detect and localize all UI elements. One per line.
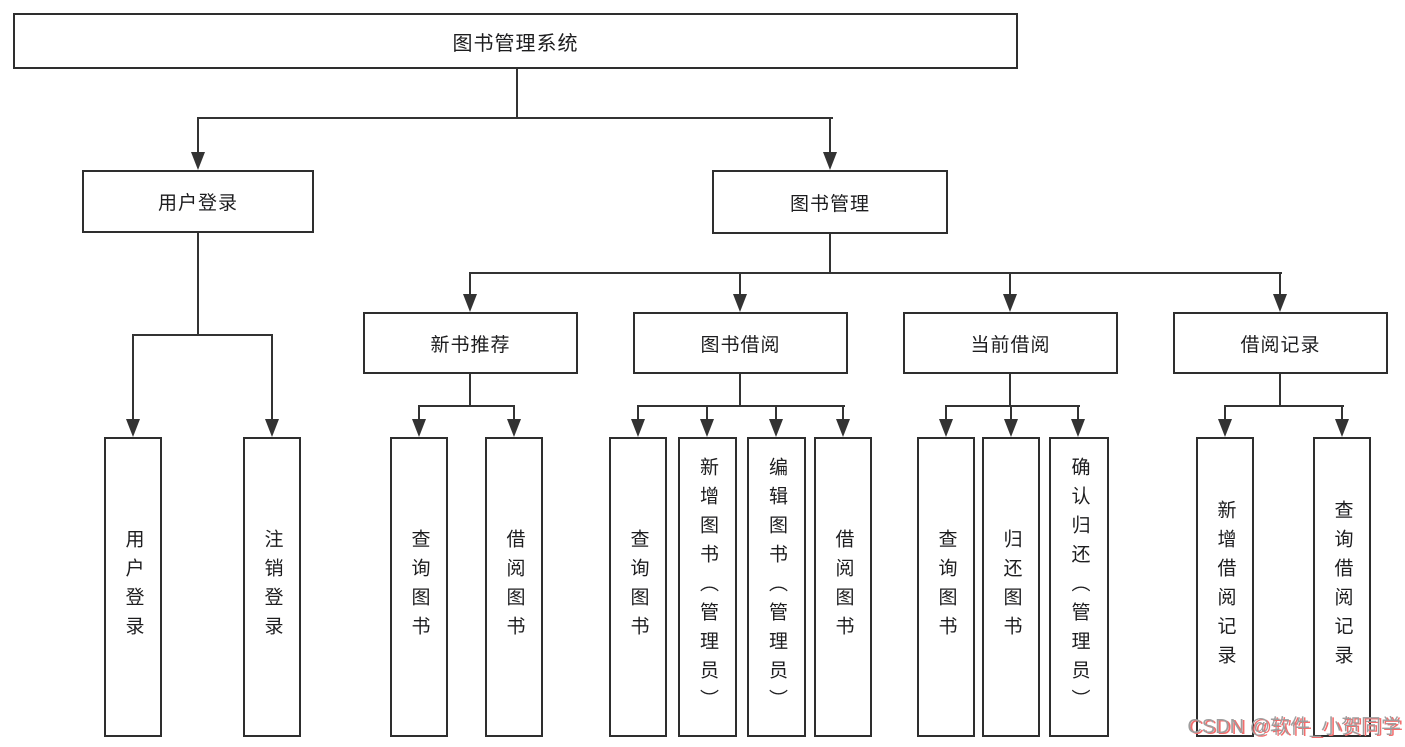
- connector-line: [739, 272, 741, 294]
- arrowhead-icon: [823, 152, 837, 170]
- node-label: 图书管理: [789, 193, 870, 215]
- connector-line: [945, 405, 1080, 407]
- node-library-management-system: 图书管理系统: [13, 13, 1018, 69]
- leaf-label: 借阅图书: [503, 529, 525, 645]
- connector-line: [775, 405, 777, 419]
- arrowhead-icon: [1004, 419, 1018, 437]
- leaf-label: 新增借阅记录: [1214, 500, 1236, 674]
- connector-line: [637, 405, 845, 407]
- arrowhead-icon: [1071, 419, 1085, 437]
- connector-line: [418, 405, 420, 419]
- arrowhead-icon: [1335, 419, 1349, 437]
- connector-line: [945, 405, 947, 419]
- arrowhead-icon: [191, 152, 205, 170]
- arrowhead-icon: [939, 419, 953, 437]
- connector-line: [132, 334, 273, 336]
- arrowhead-icon: [1273, 294, 1287, 312]
- leaf-query-books-recommend: 查询图书: [390, 437, 448, 737]
- leaf-query-borrow-record: 查询借阅记录: [1313, 437, 1371, 737]
- connector-line: [197, 117, 199, 153]
- connector-line: [513, 405, 515, 419]
- leaf-borrow-books-recommend: 借阅图书: [485, 437, 543, 737]
- leaf-label: 用户登录: [122, 529, 144, 645]
- leaf-label: 编辑图书（管理员）: [766, 456, 787, 718]
- leaf-label: 归还图书: [1000, 529, 1022, 645]
- leaf-logout: 注销登录: [243, 437, 301, 737]
- connector-line: [1279, 272, 1281, 294]
- arrowhead-icon: [126, 419, 140, 437]
- connector-line: [842, 405, 844, 419]
- node-user-login: 用户登录: [82, 170, 314, 233]
- leaf-label: 查询图书: [935, 529, 957, 645]
- connector-line: [739, 374, 741, 407]
- connector-line: [1341, 405, 1343, 419]
- connector-line: [132, 334, 134, 419]
- node-borrowing-records: 借阅记录: [1173, 312, 1388, 374]
- connector-line: [271, 334, 273, 419]
- connector-line: [516, 69, 518, 119]
- node-label: 用户登录: [157, 193, 238, 214]
- leaf-label: 借阅图书: [832, 529, 854, 645]
- arrowhead-icon: [1218, 419, 1232, 437]
- connector-line: [469, 272, 1282, 274]
- arrowhead-icon: [769, 419, 783, 437]
- node-label: 借阅记录: [1240, 334, 1321, 356]
- leaf-edit-book-admin: 编辑图书（管理员）: [747, 437, 806, 737]
- leaf-query-books-borrow: 查询图书: [609, 437, 667, 737]
- connector-line: [1077, 405, 1079, 419]
- leaf-label: 查询图书: [408, 529, 430, 645]
- connector-line: [469, 272, 471, 294]
- connector-line: [1224, 405, 1344, 407]
- connector-line: [197, 233, 199, 336]
- node-current-borrowing: 当前借阅: [903, 312, 1118, 374]
- leaf-user-login: 用户登录: [104, 437, 162, 737]
- leaf-add-borrow-record: 新增借阅记录: [1196, 437, 1254, 737]
- connector-line: [1010, 405, 1012, 419]
- arrowhead-icon: [463, 294, 477, 312]
- node-label: 新书推荐: [430, 334, 511, 356]
- leaf-return-book: 归还图书: [982, 437, 1040, 737]
- node-book-borrowing: 图书借阅: [633, 312, 848, 374]
- connector-line: [1009, 272, 1011, 294]
- csdn-watermark: CSDN @软件_小贺同学: [1187, 716, 1401, 738]
- connector-line: [197, 117, 833, 119]
- leaf-label: 查询借阅记录: [1331, 500, 1353, 674]
- connector-line: [418, 405, 515, 407]
- connector-line: [829, 117, 831, 153]
- arrowhead-icon: [700, 419, 714, 437]
- connector-line: [829, 234, 831, 274]
- leaf-label: 查询图书: [627, 529, 649, 645]
- leaf-label: 新增图书（管理员）: [697, 456, 718, 718]
- connector-line: [706, 405, 708, 419]
- arrowhead-icon: [631, 419, 645, 437]
- connector-line: [637, 405, 639, 419]
- node-new-book-recommendation: 新书推荐: [363, 312, 578, 374]
- arrowhead-icon: [733, 294, 747, 312]
- connector-line: [1279, 374, 1281, 407]
- leaf-label: 注销登录: [261, 529, 283, 645]
- arrowhead-icon: [507, 419, 521, 437]
- leaf-add-book-admin: 新增图书（管理员）: [678, 437, 737, 737]
- node-label: 图书管理系统: [452, 32, 579, 55]
- leaf-query-books-current: 查询图书: [917, 437, 975, 737]
- leaf-label: 确认归还（管理员）: [1068, 456, 1090, 718]
- connector-line: [1224, 405, 1226, 419]
- arrowhead-icon: [836, 419, 850, 437]
- connector-line: [1009, 374, 1011, 407]
- arrowhead-icon: [265, 419, 279, 437]
- node-label: 图书借阅: [700, 334, 781, 356]
- leaf-borrow-books: 借阅图书: [814, 437, 872, 737]
- arrowhead-icon: [1003, 294, 1017, 312]
- node-label: 当前借阅: [970, 334, 1051, 356]
- arrowhead-icon: [412, 419, 426, 437]
- connector-line: [469, 374, 471, 407]
- leaf-confirm-return-admin: 确认归还（管理员）: [1049, 437, 1109, 737]
- node-book-management: 图书管理: [712, 170, 948, 234]
